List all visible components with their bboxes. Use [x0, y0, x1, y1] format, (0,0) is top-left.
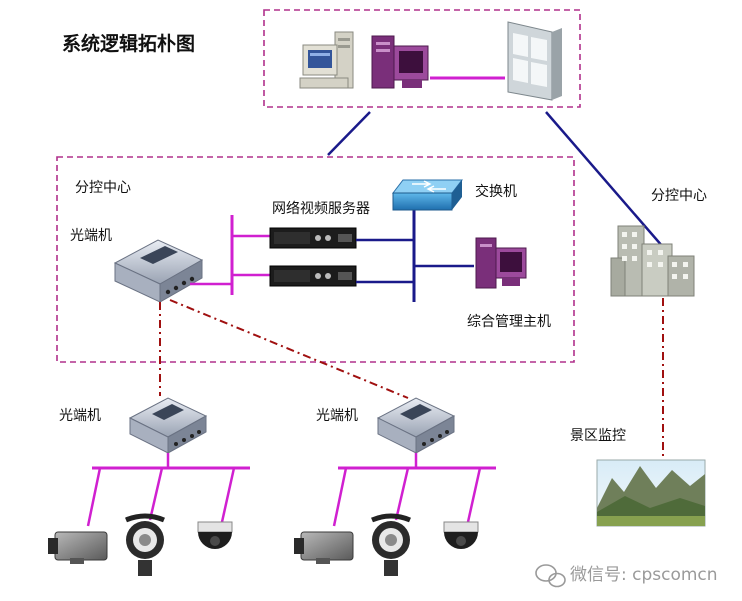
workstation-computer-icon: [299, 31, 354, 89]
link-right-cam3: [466, 467, 482, 523]
ir-bullet-camera-icon: [125, 513, 165, 576]
scenic-monitor-label: 景区监控: [570, 428, 626, 444]
switch-label: 交换机: [475, 183, 517, 200]
optical-center-label: 光端机: [70, 228, 112, 244]
link-left-cam1: [86, 467, 102, 527]
ir-bullet-camera-icon: [371, 513, 411, 576]
link-right-cam1: [332, 467, 348, 527]
video-server-label: 网络视频服务器: [272, 201, 370, 217]
management-host-icon: [475, 237, 527, 289]
optical-transceiver-icon: [128, 397, 208, 454]
monitoring-center-box: [263, 9, 581, 108]
optical-left-label: 光端机: [59, 408, 101, 424]
dome-camera-icon: [443, 521, 479, 549]
dome-camera-icon: [197, 521, 233, 549]
box-camera-icon: [48, 531, 108, 564]
sub-control-center-box: [56, 156, 575, 363]
video-server-icon: [269, 227, 357, 249]
optical-transceiver-icon: [376, 397, 456, 454]
watermark-text: 微信号: cpscomcn: [570, 565, 718, 585]
sub-center-right-label: 分控中心: [651, 188, 707, 204]
optical-transceiver-icon: [113, 239, 204, 303]
link-center-to-subcenter: [327, 111, 371, 156]
sub-center-left-label: 分控中心: [75, 180, 131, 196]
network-switch-icon: [391, 179, 464, 211]
building-icon: [610, 225, 695, 297]
link-right-cam2: [394, 467, 410, 521]
box-camera-icon: [294, 531, 354, 564]
link-left-cam2: [148, 467, 164, 521]
video-server-icon: [269, 265, 357, 287]
wechat-icon: [535, 564, 566, 588]
display-wall-icon: [507, 21, 562, 101]
link-left-cam3: [220, 467, 236, 523]
fiber-link-right: [169, 299, 409, 399]
optical-right-label: 光端机: [316, 408, 358, 424]
server-computer-icon: [371, 35, 429, 89]
scenic-landscape-photo: [596, 459, 706, 527]
mgmt-host-label: 综合管理主机: [467, 314, 551, 330]
diagram-title: 系统逻辑拓朴图: [62, 32, 195, 55]
link-center-to-right-subcenter: [545, 111, 677, 263]
